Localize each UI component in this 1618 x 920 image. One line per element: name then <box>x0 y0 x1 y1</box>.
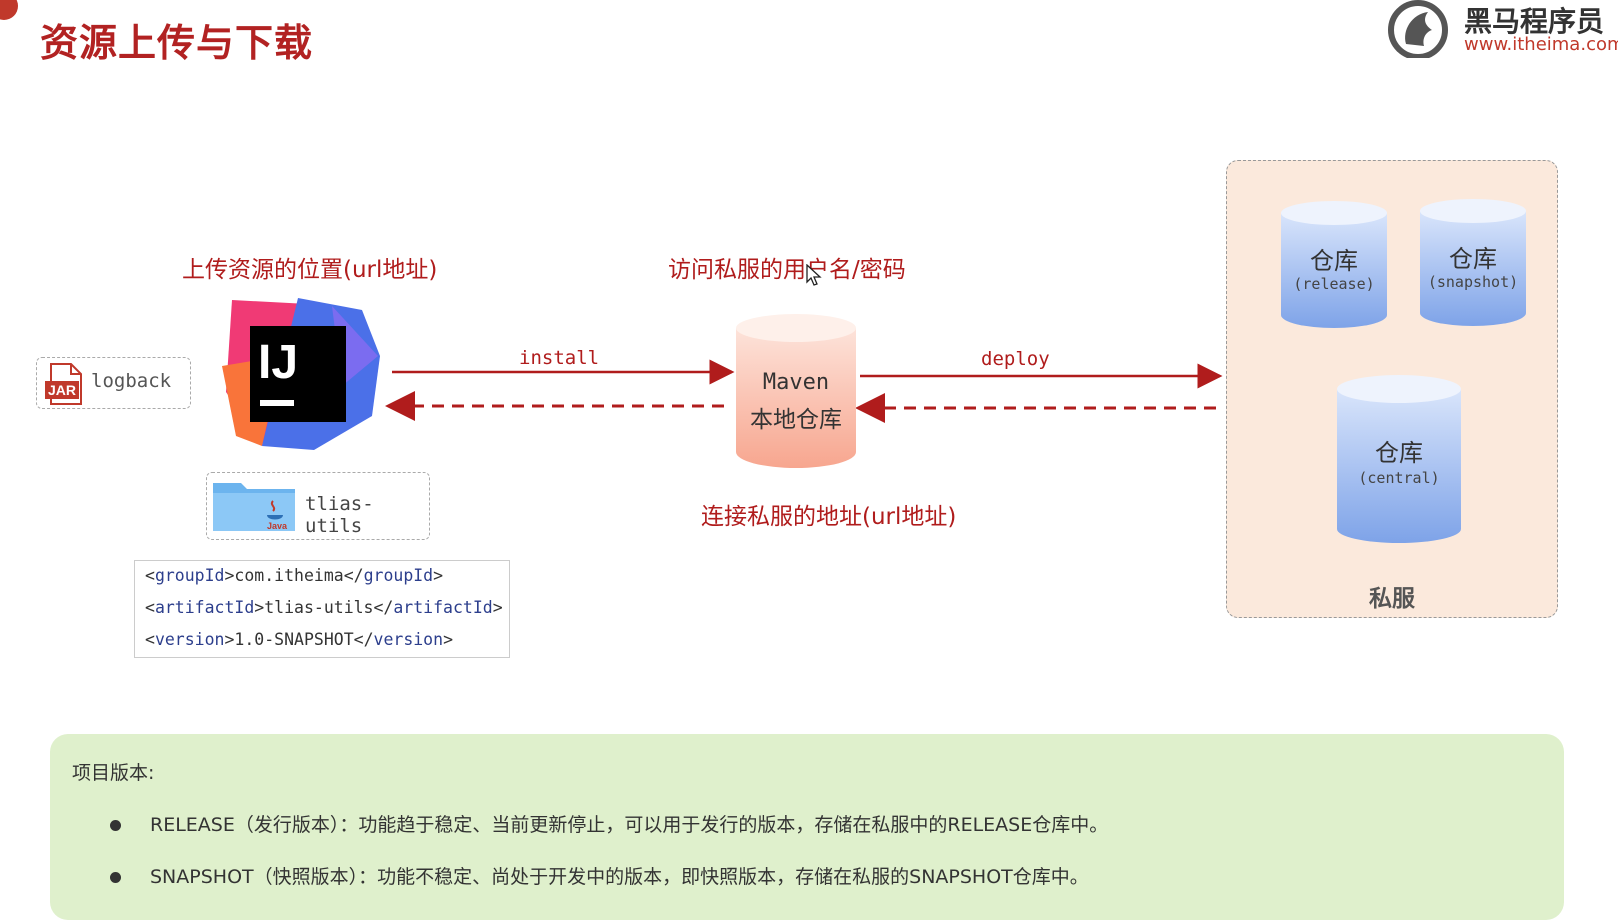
note-snapshot: SNAPSHOT（快照版本）：功能不稳定、尚处于开发中的版本，即快照版本，存储在… <box>150 866 1089 888</box>
private-server-label: 私服 <box>1369 586 1415 612</box>
corner-decoration <box>0 0 18 20</box>
logo-name: 黑马程序员 <box>1464 5 1605 38</box>
java-folder-icon: Java <box>213 483 295 531</box>
jar-file-icon: JAR <box>45 363 82 405</box>
mouse-cursor-icon <box>806 264 822 286</box>
horse-logo-icon <box>1388 0 1448 58</box>
repo-release-name: 仓库 <box>1310 247 1358 275</box>
install-label: install <box>519 347 600 369</box>
maven-coordinates: <groupId>com.itheima</groupId> <artifact… <box>134 560 510 658</box>
folder-name: tlias-utils <box>305 493 374 537</box>
brand-logo: 黑马程序员 www.itheima.com <box>1382 0 1618 62</box>
maven-title: Maven <box>762 370 830 395</box>
note-release: RELEASE（发行版本）：功能趋于稳定、当前更新停止，可以用于发行的版本，存储… <box>150 814 1109 836</box>
repo-snapshot: 仓库 (snapshot) <box>1418 197 1528 327</box>
repo-release-type: (release) <box>1293 275 1375 293</box>
maven-local-repository: Maven 本地仓库 <box>734 312 858 470</box>
java-badge: Java <box>267 521 288 531</box>
logo-url: www.itheima.com <box>1464 34 1618 55</box>
repo-central-name: 仓库 <box>1375 439 1423 467</box>
bullet-icon <box>110 820 121 831</box>
tlias-utils-module: Java tlias-utils <box>206 472 430 540</box>
repo-central-type: (central) <box>1358 469 1440 487</box>
upload-location-label: 上传资源的位置(url地址) <box>182 257 438 283</box>
credentials-label: 访问私服的用户名/密码 <box>668 257 906 283</box>
connect-address-label: 连接私服的地址(url地址) <box>701 504 957 530</box>
database-cylinder-icon <box>1281 201 1387 328</box>
repo-snapshot-name: 仓库 <box>1449 245 1497 273</box>
private-server: 仓库 (release) 仓库 (snapshot) 仓库 (central) … <box>1226 160 1558 618</box>
database-cylinder-icon <box>1420 199 1526 326</box>
maven-subtitle: 本地仓库 <box>750 407 842 433</box>
bullet-icon <box>110 872 121 883</box>
database-cylinder-icon <box>1337 375 1461 543</box>
deploy-label: deploy <box>981 348 1050 370</box>
logback-artifact: JAR logback <box>36 357 191 409</box>
page-title: 资源上传与下载 <box>40 21 314 65</box>
repo-snapshot-type: (snapshot) <box>1427 273 1519 291</box>
database-cylinder-icon <box>736 314 856 468</box>
code-line-artifactid: <artifactId>tlias-utils</artifactId> <box>145 598 503 617</box>
repo-central: 仓库 (central) <box>1335 373 1463 545</box>
intellij-idea-icon: IJ <box>222 298 380 450</box>
version-note: 项目版本: RELEASE（发行版本）：功能趋于稳定、当前更新停止，可以用于发行… <box>50 734 1564 920</box>
ide-letters: IJ <box>258 336 298 389</box>
jar-badge: JAR <box>48 382 76 398</box>
repo-release: 仓库 (release) <box>1279 199 1389 329</box>
logback-name: logback <box>91 370 172 392</box>
code-line-version: <version>1.0-SNAPSHOT</version> <box>145 630 453 649</box>
code-line-groupid: <groupId>com.itheima</groupId> <box>145 566 444 585</box>
note-title: 项目版本: <box>72 762 155 784</box>
